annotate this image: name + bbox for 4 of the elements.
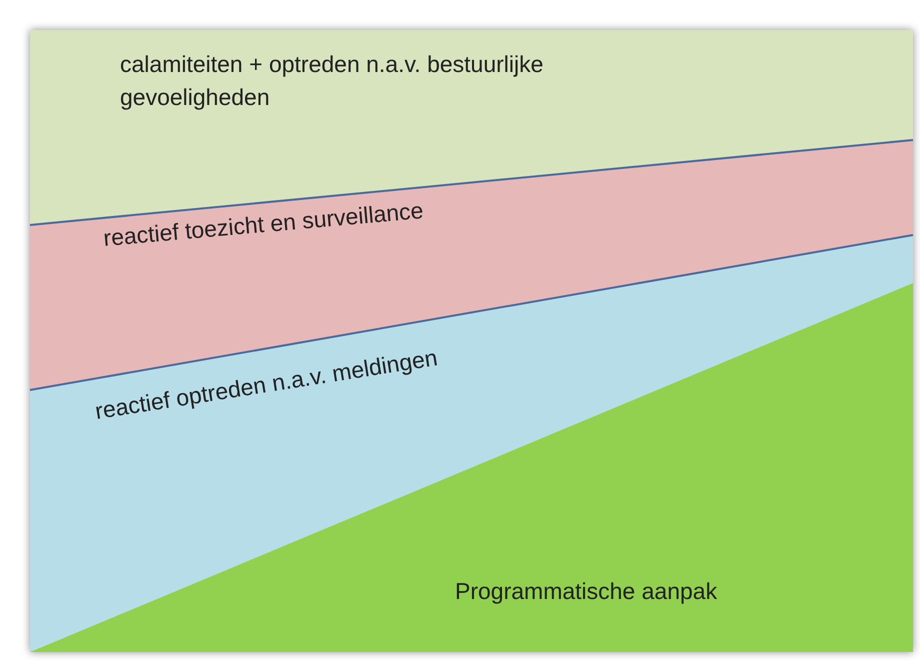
band-label: Programmatische aanpak [455, 577, 718, 606]
band-label: reactief optreden n.a.v. meldingen [92, 343, 440, 426]
band-label: reactief toezicht en surveillance [102, 196, 426, 254]
band-label: calamiteiten + optreden n.a.v. bestuurlijke gevoeligheden [120, 50, 544, 112]
